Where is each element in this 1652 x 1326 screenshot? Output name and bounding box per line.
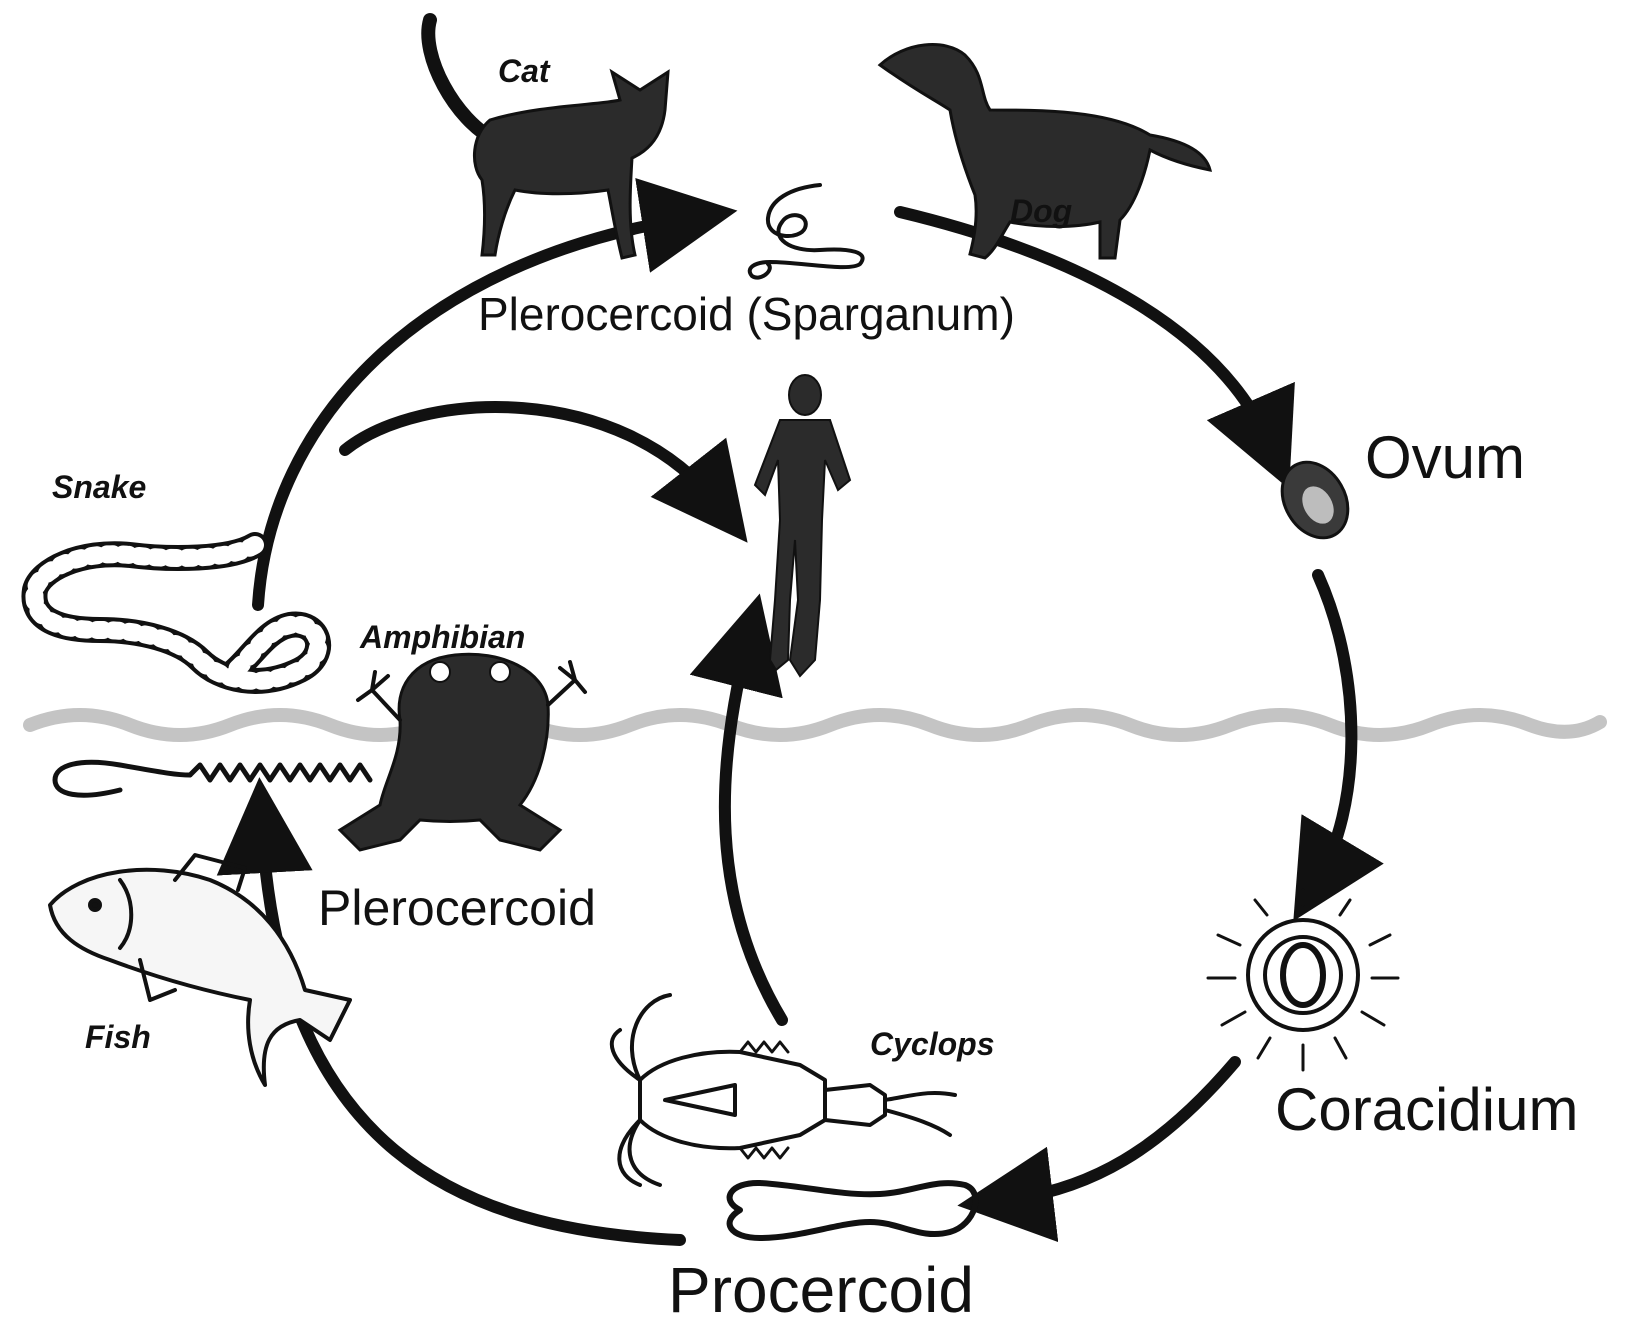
label-ovum: Ovum [1365,424,1525,491]
ovum-illustration [1269,450,1361,549]
label-sparganum: Plerocercoid (Sparganum) [478,288,1015,340]
arrow-to-human [345,407,718,505]
label-snake: Snake [52,469,146,505]
label-fish: Fish [85,1019,151,1055]
procercoid-larva [730,1183,976,1238]
label-plerocercoid: Plerocercoid [318,880,596,936]
human-illustration [755,375,850,676]
label-coracidium: Coracidium [1275,1076,1578,1143]
arrow-cyclops-to-human [725,640,782,1020]
sparganum-larva [750,185,863,278]
coracidium-illustration [1208,890,1398,1070]
label-procercoid: Procercoid [668,1254,974,1326]
label-amphibian: Amphibian [359,619,525,655]
water-surface-line [30,715,1600,735]
arrow-coracidium-to-procercoid [1005,1062,1235,1200]
amphibian-illustration [340,654,585,850]
plerocercoid-larva [55,762,370,795]
label-cyclops: Cyclops [870,1026,994,1062]
label-cat: Cat [498,53,551,89]
label-dog: Dog [1010,193,1072,229]
snake-illustration [34,545,318,681]
